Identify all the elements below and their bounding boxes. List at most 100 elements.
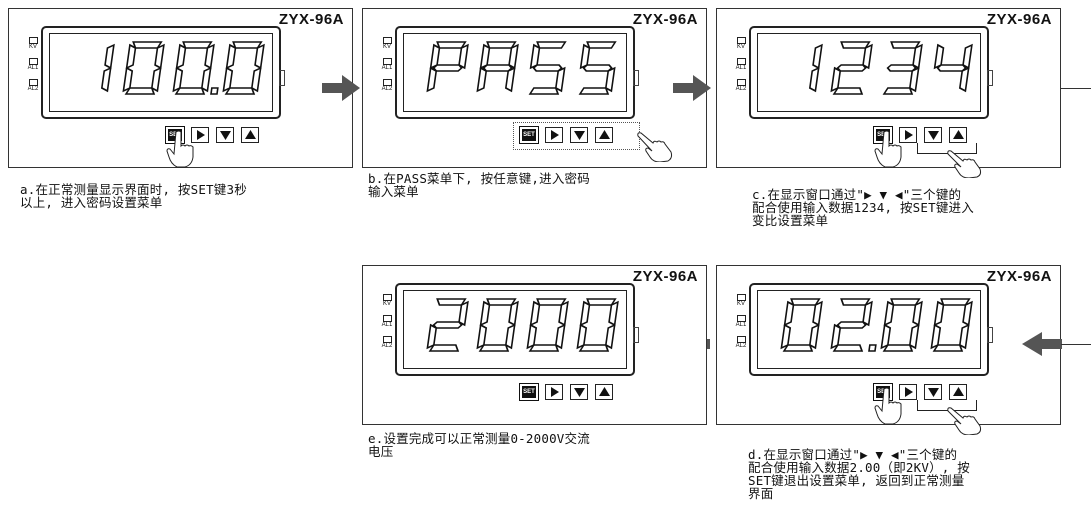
segment-c [504, 323, 516, 350]
seven-segment-display [780, 298, 973, 352]
model-label: ZYX-96A [278, 11, 344, 28]
led-indicators: KV AL1 AL2 [375, 37, 399, 100]
right-key[interactable] [545, 127, 563, 143]
segment-a [132, 41, 163, 49]
keypad: SET [519, 126, 613, 144]
segment-a [232, 41, 263, 49]
segment-f [883, 300, 895, 327]
segment-a [536, 298, 567, 306]
display-window [403, 290, 627, 369]
segment-e [476, 323, 488, 350]
triangle-up-icon [952, 387, 964, 396]
caption-e: e.设置完成可以正常测量0-2000V交流 电压 [368, 431, 590, 459]
up-key[interactable] [241, 127, 259, 143]
led-al2: AL2 [375, 336, 399, 350]
segment-d [578, 344, 610, 352]
led-kv: KV [21, 37, 45, 51]
connector-line [1061, 344, 1091, 345]
hand-pointer-icon [874, 130, 902, 168]
segment-e [930, 323, 942, 350]
seven-segment-display [808, 41, 973, 95]
down-key[interactable] [570, 384, 588, 400]
led-al1: AL1 [375, 58, 399, 72]
led-al1: AL1 [729, 58, 753, 72]
meter-panel-d: ZYX-96A KV AL1 AL2 SET [716, 265, 1061, 425]
caption-b: b.在PASS菜单下, 按任意键,进入密码 输入菜单 [368, 171, 590, 199]
up-key[interactable] [595, 127, 613, 143]
display-bezel [395, 283, 639, 376]
segment-c [808, 323, 820, 350]
led-kv: KV [375, 37, 399, 51]
segment-b [254, 43, 265, 70]
segment-c [100, 66, 112, 93]
segment-b [204, 43, 215, 70]
key-bracket [917, 400, 977, 411]
segment-d [528, 87, 560, 95]
segment-e [222, 66, 234, 93]
up-key[interactable] [949, 127, 967, 143]
segment-e [780, 323, 792, 350]
segment-g [432, 64, 463, 72]
segment-g [582, 64, 613, 72]
segment-f [529, 300, 541, 327]
triangle-up-icon [598, 130, 610, 139]
seven-segment-display [100, 41, 265, 95]
down-key[interactable] [924, 384, 942, 400]
segment-a [940, 298, 971, 306]
segment-g [936, 64, 967, 72]
display-bezel [395, 26, 639, 119]
segment-f [783, 300, 795, 327]
display-bezel [749, 26, 993, 119]
segment-d [174, 87, 206, 95]
segment-d [882, 87, 914, 95]
triangle-down-icon [927, 388, 939, 397]
seven-segment-display [426, 41, 617, 95]
right-key[interactable] [899, 127, 917, 143]
display-window [403, 33, 627, 112]
led-al1: AL1 [729, 315, 753, 329]
segment-a [840, 41, 871, 49]
display-window [49, 33, 273, 112]
down-key[interactable] [216, 127, 234, 143]
segment-c [150, 66, 162, 93]
segment-c [604, 323, 616, 350]
led-al1: AL1 [21, 58, 45, 72]
segment-g [532, 64, 563, 72]
set-key[interactable]: SET [519, 126, 539, 144]
arrow-right-icon [322, 75, 360, 101]
up-key[interactable] [949, 384, 967, 400]
arrow-left-icon [1022, 332, 1062, 356]
led-al2: AL2 [729, 79, 753, 93]
decimal-point [868, 344, 877, 352]
up-key[interactable] [595, 384, 613, 400]
right-key[interactable] [545, 384, 563, 400]
triangle-down-icon [573, 131, 585, 140]
led-al2: AL2 [729, 336, 753, 350]
segment-d [478, 344, 510, 352]
play-right-icon [550, 387, 559, 397]
segment-a [536, 41, 567, 49]
segment-c [554, 323, 566, 350]
right-key[interactable] [899, 384, 917, 400]
segment-b [608, 300, 619, 327]
down-key[interactable] [570, 127, 588, 143]
keypad: SET [519, 383, 613, 401]
right-key[interactable] [191, 127, 209, 143]
down-key[interactable] [924, 127, 942, 143]
hand-pointer-icon [166, 130, 194, 168]
decimal-point [210, 87, 219, 95]
triangle-up-icon [244, 130, 256, 139]
triangle-down-icon [219, 131, 231, 140]
caption-c: c.在显示窗口通过"▶ ▼ ◀"三个键的 配合使用输入数据1234, 按SET键… [752, 187, 974, 228]
set-key[interactable]: SET [519, 383, 539, 401]
meter-panel-e: ZYX-96A KV AL1 AL2 SET [362, 265, 707, 425]
segment-b [812, 43, 823, 70]
segment-f [579, 300, 591, 327]
segment-c [958, 66, 970, 93]
segment-a [586, 41, 617, 49]
led-al2: AL2 [375, 79, 399, 93]
led-indicators: KV AL1 AL2 [375, 294, 399, 357]
segment-g [432, 321, 463, 329]
key-bracket [917, 143, 977, 154]
triangle-down-icon [927, 131, 939, 140]
